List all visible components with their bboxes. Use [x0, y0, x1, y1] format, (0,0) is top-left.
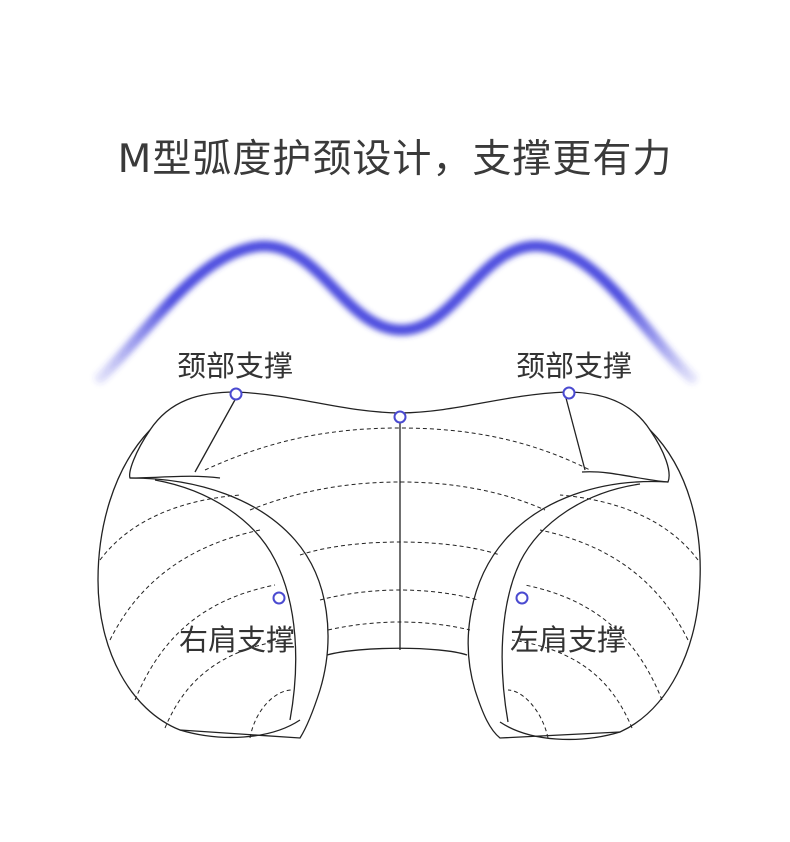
- marker-shoulder-left: [515, 591, 529, 605]
- marker-center: [393, 410, 407, 424]
- support-markers: [229, 386, 576, 605]
- m-curve-wave: [94, 240, 698, 384]
- label-neck-support-left: 颈部支撑: [177, 349, 294, 383]
- pillow-outline: [97, 391, 701, 741]
- marker-neck-left: [229, 387, 243, 401]
- page-title: M型弧度护颈设计，支撑更有力: [117, 137, 673, 182]
- label-left-shoulder-support: 左肩支撑: [510, 623, 627, 657]
- pillow-contours: [99, 427, 699, 739]
- marker-neck-right: [562, 386, 576, 400]
- label-neck-support-right: 颈部支撑: [516, 349, 633, 383]
- label-right-shoulder-support: 右肩支撑: [179, 623, 296, 657]
- marker-shoulder-right: [272, 591, 286, 605]
